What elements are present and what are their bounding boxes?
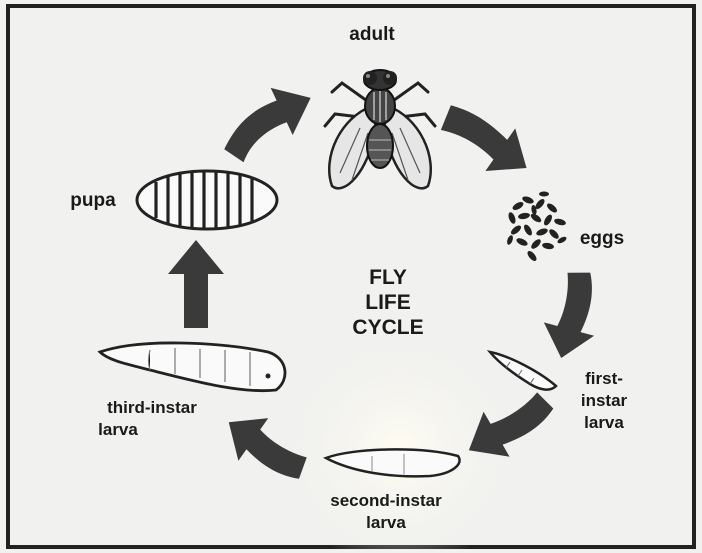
label-pupa: pupa xyxy=(70,190,116,211)
label-third-instar-line1: third-instar xyxy=(107,398,197,417)
label-second-instar-line2: larva xyxy=(366,513,406,532)
label-eggs: eggs xyxy=(580,228,624,249)
label-third-instar-line2: larva xyxy=(98,420,138,439)
pupa-icon xyxy=(137,171,277,229)
title-line-2: LIFE xyxy=(365,291,411,314)
label-adult: adult xyxy=(349,24,395,45)
label-first-instar-line2: instar xyxy=(581,391,628,410)
label-first-instar-line1: first- xyxy=(585,369,623,388)
label-second-instar-line1: second-instar xyxy=(330,491,442,510)
label-first-instar-line3: larva xyxy=(584,413,624,432)
title-line-1: FLY xyxy=(369,266,407,289)
title-line-3: CYCLE xyxy=(352,316,423,339)
